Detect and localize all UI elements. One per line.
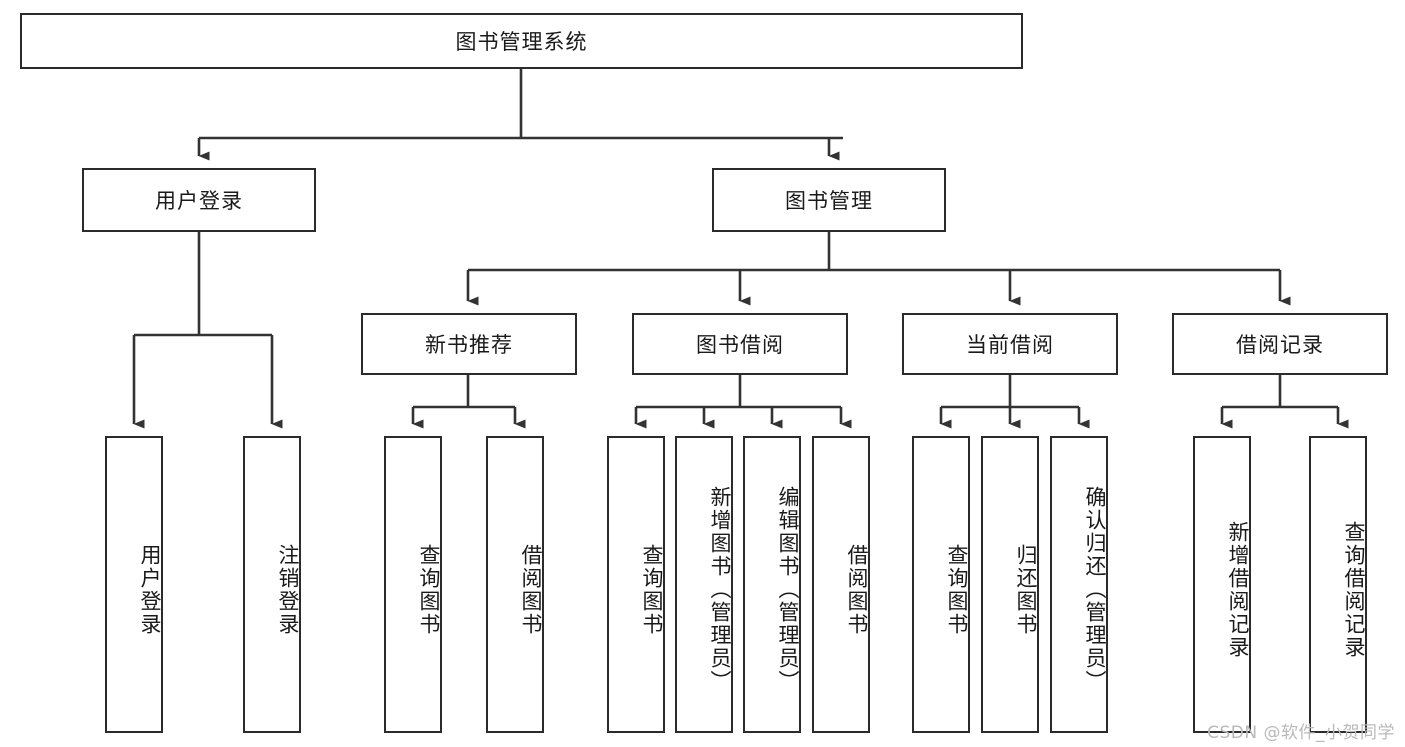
node-label: 编辑图书（管理员） xyxy=(776,486,800,693)
node-label: 查询图书 xyxy=(945,543,969,636)
node-label: 新增图书（管理员） xyxy=(708,486,732,693)
leaf-add-book-admin[interactable]: 新增图书（管理员） xyxy=(675,436,733,733)
leaf-user-login[interactable]: 用户登录 xyxy=(105,436,163,733)
leaf-query-book-cb[interactable]: 查询图书 xyxy=(912,436,970,733)
node-label: 图书借阅 xyxy=(696,333,784,357)
node-label: 图书管理系统 xyxy=(455,30,588,54)
node-label: 确认归还（管理员） xyxy=(1083,486,1107,693)
node-label: 借阅图书 xyxy=(845,543,869,636)
leaf-borrow-book-nbr[interactable]: 借阅图书 xyxy=(486,436,544,733)
node-user-login[interactable]: 用户登录 xyxy=(82,168,316,232)
node-label: 用户登录 xyxy=(138,543,162,636)
leaf-add-borrow-record[interactable]: 新增借阅记录 xyxy=(1193,436,1251,733)
node-label: 用户登录 xyxy=(155,189,243,213)
node-label: 归还图书 xyxy=(1014,543,1038,636)
node-borrowing-record[interactable]: 借阅记录 xyxy=(1172,313,1388,375)
leaf-borrow-book-bb[interactable]: 借阅图书 xyxy=(812,436,870,733)
node-book-management[interactable]: 图书管理 xyxy=(712,168,946,232)
leaf-confirm-return-admin[interactable]: 确认归还（管理员） xyxy=(1050,436,1108,733)
leaf-query-book-bb[interactable]: 查询图书 xyxy=(607,436,665,733)
node-label: 查询图书 xyxy=(640,543,664,636)
leaf-logout[interactable]: 注销登录 xyxy=(243,436,301,733)
leaf-query-borrow-record[interactable]: 查询借阅记录 xyxy=(1309,436,1367,733)
node-label: 新书推荐 xyxy=(425,333,513,357)
node-current-borrowing[interactable]: 当前借阅 xyxy=(902,313,1118,375)
node-label: 查询图书 xyxy=(417,543,441,636)
node-label: 图书管理 xyxy=(785,189,873,213)
node-label: 借阅图书 xyxy=(519,543,543,636)
node-label: 当前借阅 xyxy=(966,333,1054,357)
node-label: 借阅记录 xyxy=(1236,333,1324,357)
leaf-query-book-nbr[interactable]: 查询图书 xyxy=(384,436,442,733)
leaf-return-book[interactable]: 归还图书 xyxy=(981,436,1039,733)
node-book-borrowing[interactable]: 图书借阅 xyxy=(632,313,848,375)
leaf-edit-book-admin[interactable]: 编辑图书（管理员） xyxy=(743,436,801,733)
node-new-book-recommendation[interactable]: 新书推荐 xyxy=(361,313,577,375)
node-label: 查询借阅记录 xyxy=(1342,520,1366,659)
node-label: 新增借阅记录 xyxy=(1226,520,1250,659)
node-root-book-management-system[interactable]: 图书管理系统 xyxy=(20,13,1023,69)
node-label: 注销登录 xyxy=(276,543,300,636)
